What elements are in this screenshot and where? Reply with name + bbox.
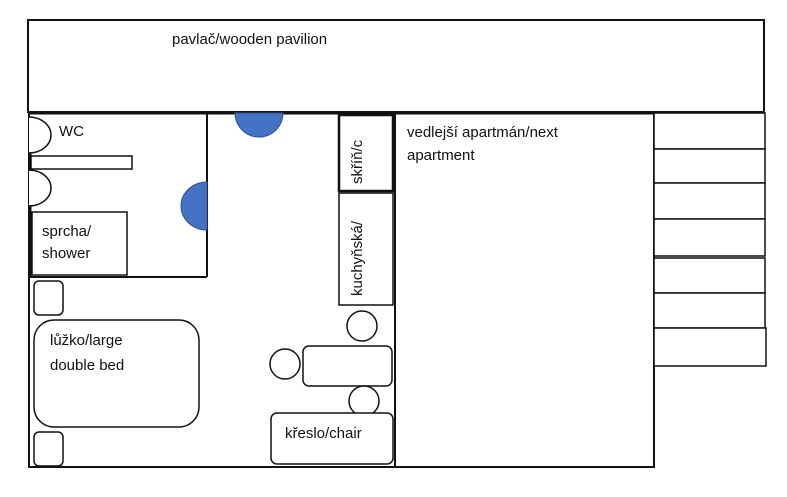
wc-label: WC bbox=[59, 123, 84, 140]
bathroom-shelf bbox=[30, 155, 133, 170]
stool-bottom bbox=[348, 385, 380, 417]
chair-label: křeslo/chair bbox=[285, 425, 362, 442]
sink-fixture bbox=[28, 169, 52, 207]
stair-step bbox=[653, 327, 767, 367]
shower-box bbox=[31, 211, 128, 276]
stair-step bbox=[653, 112, 766, 150]
staircase bbox=[653, 112, 767, 367]
chair-box bbox=[270, 412, 394, 465]
wardrobe-box bbox=[337, 113, 395, 193]
kitchen-label: kuchyňská/ bbox=[349, 220, 366, 296]
shower-label-line2: shower bbox=[42, 245, 90, 262]
kitchen-box bbox=[338, 192, 394, 306]
nightstand-bottom bbox=[33, 431, 64, 467]
toilet-fixture bbox=[28, 116, 52, 154]
shower-label-line1: sprcha/ bbox=[42, 223, 92, 240]
bed bbox=[33, 319, 200, 428]
stool-top bbox=[346, 310, 378, 342]
nightstand-top bbox=[33, 280, 64, 316]
blue-fixture-top bbox=[234, 112, 284, 138]
stool-left bbox=[269, 348, 301, 380]
blue-fixture-side bbox=[180, 181, 208, 231]
next-apartment-label-line2: apartment bbox=[407, 147, 475, 164]
next-apartment-label-line1: vedlejší apartmán/next bbox=[407, 124, 559, 141]
pavilion-area bbox=[27, 19, 765, 113]
bed-label-line2: double bed bbox=[50, 357, 124, 374]
bed-label-line1: lůžko/large bbox=[50, 332, 123, 349]
stair-step bbox=[653, 182, 766, 220]
table bbox=[302, 345, 393, 387]
stair-step bbox=[653, 148, 766, 184]
stair-step bbox=[653, 292, 766, 329]
stair-step bbox=[653, 257, 766, 294]
pavilion-label: pavlač/wooden pavilion bbox=[172, 31, 327, 48]
stair-step bbox=[653, 218, 766, 257]
wardrobe-label: skříň/c bbox=[349, 139, 366, 184]
